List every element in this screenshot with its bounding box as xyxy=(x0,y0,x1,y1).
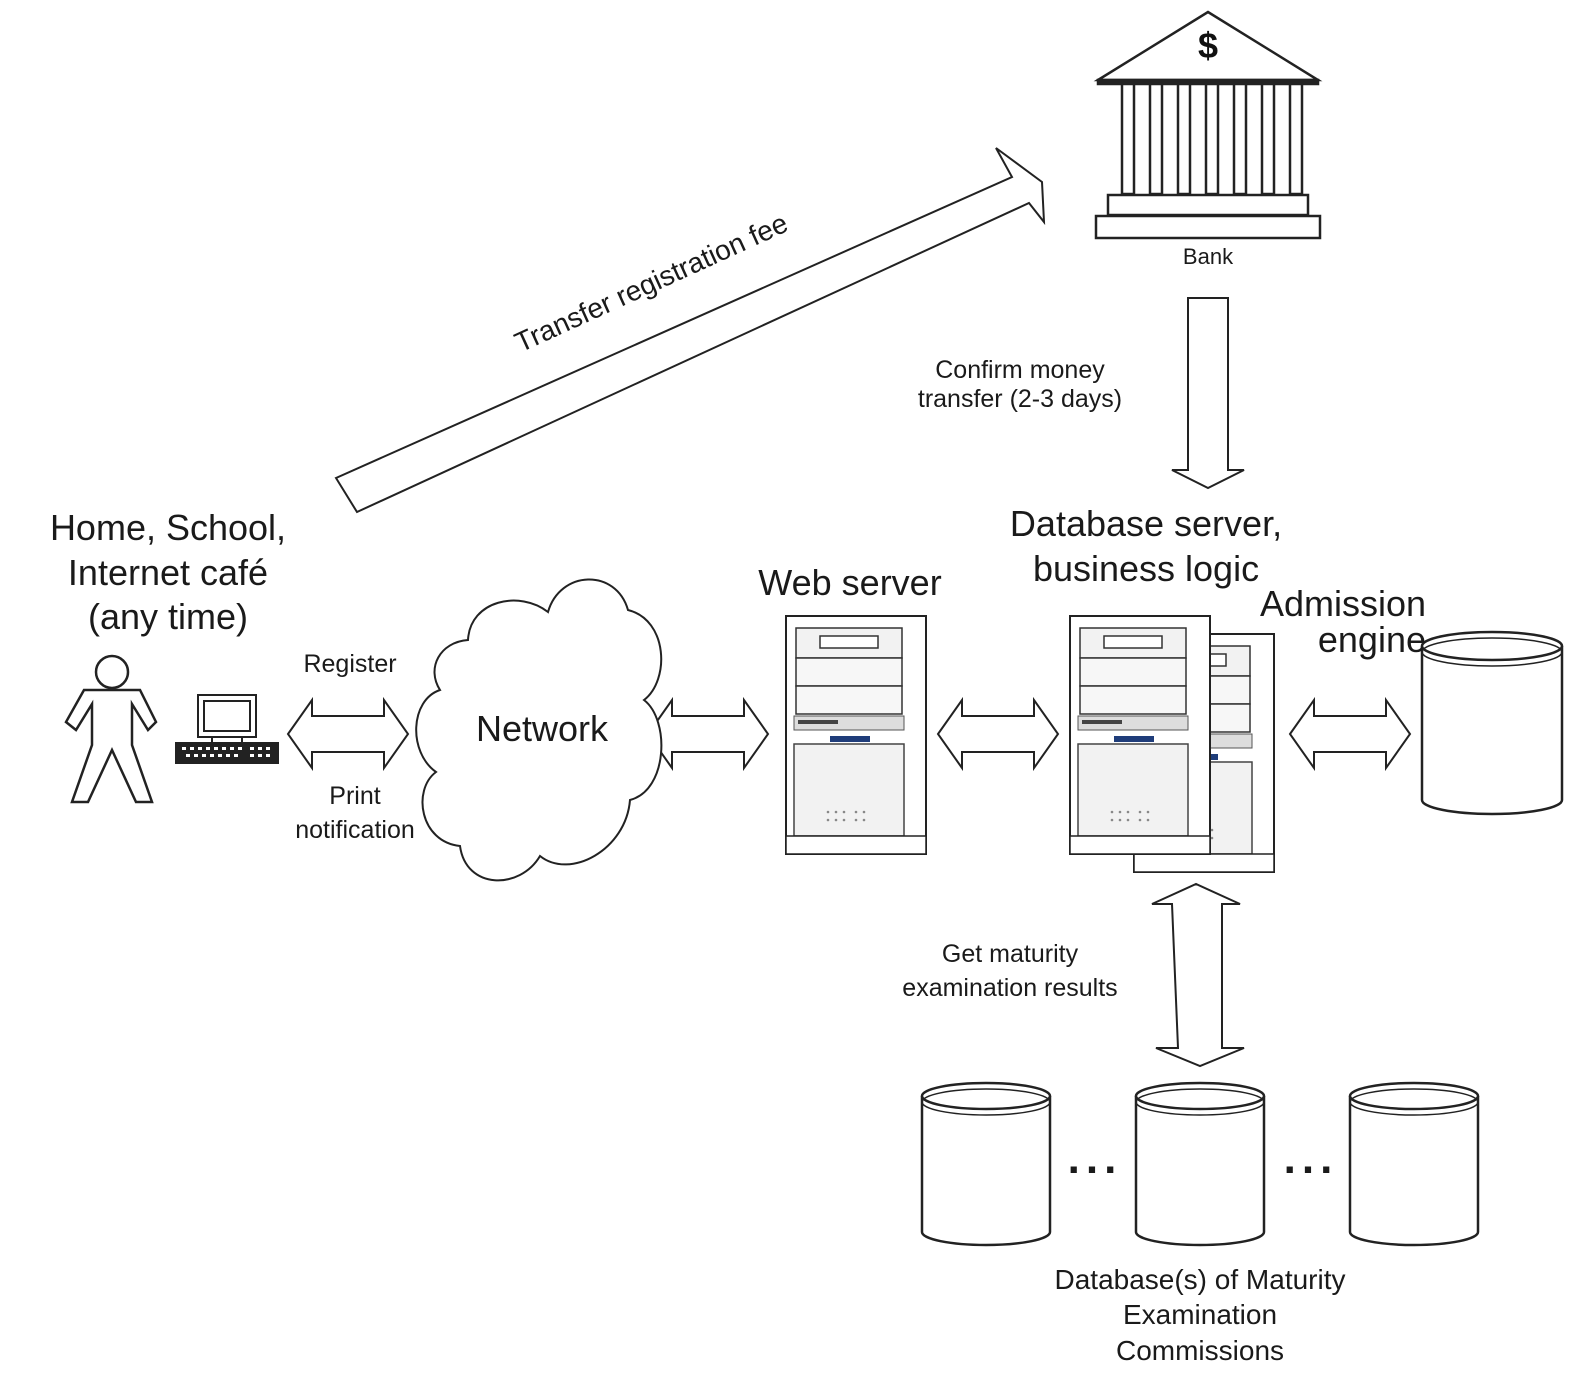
confirm-transfer-line-2: transfer (2-3 days) xyxy=(917,384,1123,413)
admission-engine-label: Admission engine xyxy=(1200,586,1426,658)
person-icon xyxy=(64,654,158,804)
maturity-database-3-icon xyxy=(1348,1081,1480,1247)
bank-icon: $ xyxy=(1093,10,1323,240)
confirm-transfer-label: Confirm money transfer (2-3 days) xyxy=(860,356,1180,414)
print-notification-label: Print notification xyxy=(255,780,455,848)
maturity-database-2-icon xyxy=(1134,1081,1266,1247)
confirm-transfer-line-1: Confirm money xyxy=(935,356,1105,384)
webserver-dbserver-arrow xyxy=(936,696,1060,772)
maturity-caption-line-2: Examination xyxy=(1122,1299,1278,1331)
bank-dollar-sign: $ xyxy=(1198,25,1218,66)
admission-engine-line-2: engine xyxy=(1317,619,1426,660)
network-label: Network xyxy=(475,708,609,749)
client-location-title: Home, School, Internet café (any time) xyxy=(0,506,336,640)
bank-label: Bank xyxy=(1182,244,1234,269)
maturity-results-line-2: examination results xyxy=(902,973,1118,1002)
maturity-database-1-icon xyxy=(920,1081,1052,1247)
confirm-transfer-arrow xyxy=(1171,297,1245,490)
client-location-line-1: Home, School, xyxy=(49,507,287,548)
maturity-databases-caption: Database(s) of Maturity Examination Comm… xyxy=(980,1262,1420,1368)
client-location-line-2: Internet café xyxy=(67,551,269,593)
register-print-arrow xyxy=(286,696,410,772)
register-label: Register xyxy=(303,650,397,678)
maturity-results-line-1: Get maturity xyxy=(941,940,1079,968)
network-webserver-arrow xyxy=(646,696,770,772)
web-server-label: Web server xyxy=(758,562,942,603)
network-cloud-icon xyxy=(415,578,663,882)
web-server-icon xyxy=(785,615,927,855)
database-server-title: Database server, business logic xyxy=(946,502,1346,591)
maturity-db-ellipsis-1: ... xyxy=(1067,1134,1123,1183)
database-server-line-1: Database server, xyxy=(1009,503,1283,544)
computer-icon xyxy=(175,694,279,764)
print-notification-line-1: Print xyxy=(329,782,381,810)
maturity-results-arrow xyxy=(1151,882,1245,1068)
dbserver-admission-db-arrow xyxy=(1288,696,1412,772)
client-location-line-3: (any time) xyxy=(87,596,249,638)
maturity-caption-line-1: Database(s) of Maturity xyxy=(1054,1264,1346,1295)
transfer-fee-arrow xyxy=(334,147,1046,514)
admission-database-icon xyxy=(1420,630,1564,816)
maturity-db-ellipsis-2: ... xyxy=(1283,1134,1339,1183)
maturity-caption-line-3: Commissions xyxy=(1115,1334,1285,1366)
print-notification-line-2: notification xyxy=(295,815,415,844)
database-server-line-2: business logic xyxy=(1032,547,1260,589)
admission-engine-line-1: Admission xyxy=(1259,583,1426,624)
database-server-icon xyxy=(1069,615,1211,855)
maturity-results-label: Get maturity examination results xyxy=(840,938,1180,1006)
